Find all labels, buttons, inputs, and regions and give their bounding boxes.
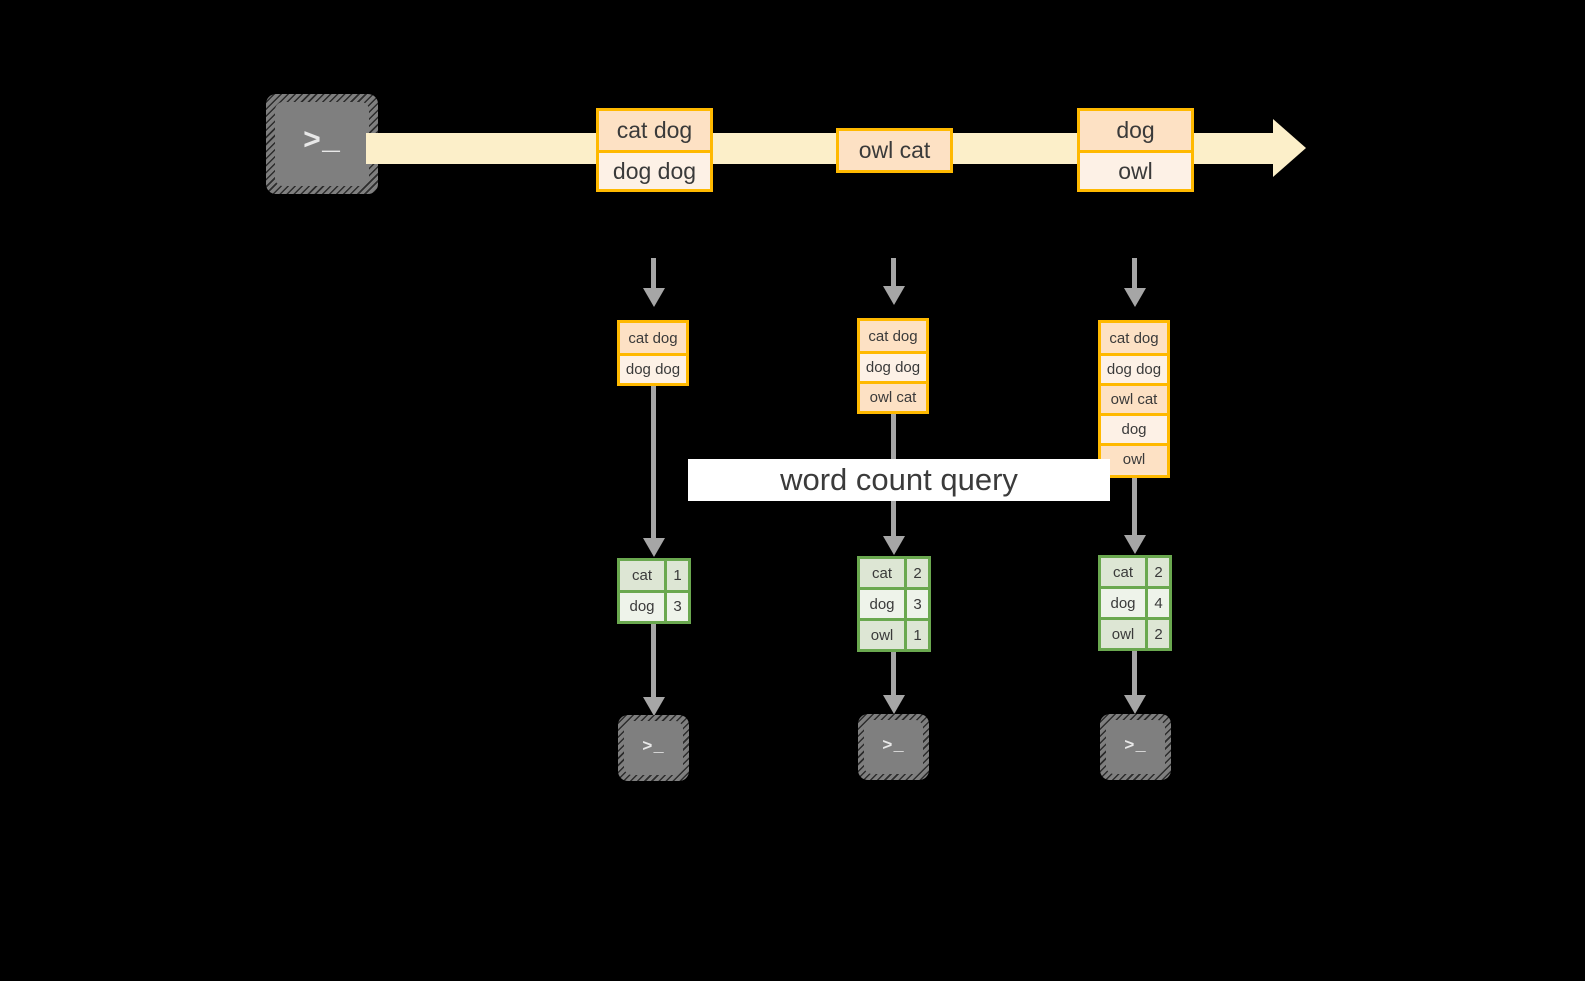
result-row: dog 3 [860, 587, 928, 618]
result-count: 2 [1145, 620, 1169, 648]
stream-batch-line: owl cat [839, 131, 950, 170]
snapshot-3-to-result-line [1132, 478, 1137, 535]
result-count: 4 [1145, 589, 1169, 617]
result-word: dog [860, 590, 904, 618]
result-count: 3 [664, 592, 688, 621]
snapshot-line: dog dog [1101, 353, 1167, 383]
snapshot-1-input-dashed-line [651, 258, 656, 306]
result-word: cat [620, 561, 664, 590]
snapshot-1-to-result-arrowhead [643, 538, 665, 557]
query-label: word count query [688, 459, 1110, 501]
snapshot-2-table: cat dog dog dog owl cat [857, 318, 929, 414]
result-row: cat 1 [620, 561, 688, 590]
result-row: cat 2 [860, 559, 928, 587]
result-word: cat [860, 559, 904, 587]
snapshot-line: cat dog [1101, 323, 1167, 353]
result-word: dog [620, 592, 664, 621]
snapshot-3-input-arrowhead [1124, 288, 1146, 307]
snapshot-line: owl cat [860, 381, 926, 411]
result-row: cat 2 [1101, 558, 1169, 586]
result-table-1: cat 1 dog 3 [617, 558, 691, 624]
snapshot-line: dog dog [860, 351, 926, 381]
consumer-terminal-3-icon: >_ [1100, 714, 1171, 780]
snapshot-3-table: cat dog dog dog owl cat dog owl [1098, 320, 1170, 478]
result-word: owl [1101, 620, 1145, 648]
result-row: owl 1 [860, 618, 928, 649]
result-word: dog [1101, 589, 1145, 617]
stream-batch-line: cat dog [599, 111, 710, 150]
result-count: 1 [664, 561, 688, 590]
stream-batch-2: owl cat [836, 128, 953, 173]
stream-batch-3: dog owl [1077, 108, 1194, 192]
terminal-prompt-glyph: >_ [642, 737, 665, 757]
stream-batch-1: cat dog dog dog [596, 108, 713, 192]
snapshot-line: owl cat [1101, 383, 1167, 413]
terminal-prompt-glyph: >_ [882, 736, 905, 756]
snapshot-line: cat dog [860, 321, 926, 351]
snapshot-line: cat dog [620, 323, 686, 353]
result-row: dog 4 [1101, 586, 1169, 617]
result-word: owl [860, 621, 904, 649]
snapshot-2-to-result-arrowhead [883, 536, 905, 555]
terminal-prompt-glyph: >_ [302, 125, 341, 160]
result-3-to-consumer-arrowhead [1124, 695, 1146, 714]
snapshot-line: dog [1101, 413, 1167, 443]
result-table-2: cat 2 dog 3 owl 1 [857, 556, 931, 652]
snapshot-1-to-result-line [651, 386, 656, 538]
result-3-to-consumer-line [1132, 651, 1137, 695]
result-table-3: cat 2 dog 4 owl 2 [1098, 555, 1172, 651]
snapshot-2-input-arrowhead [883, 286, 905, 305]
result-count: 2 [904, 559, 928, 587]
terminal-screen: >_ [275, 102, 369, 186]
terminal-screen: >_ [864, 720, 923, 774]
result-1-to-consumer-arrowhead [643, 697, 665, 716]
consumer-terminal-2-icon: >_ [858, 714, 929, 780]
result-count: 2 [1145, 558, 1169, 586]
snapshot-line: owl [1101, 443, 1167, 473]
snapshot-3-input-dashed-line [1132, 258, 1137, 306]
result-1-to-consumer-line [651, 624, 656, 697]
consumer-terminal-1-icon: >_ [618, 715, 689, 781]
query-label-text: word count query [780, 462, 1018, 497]
result-word: cat [1101, 558, 1145, 586]
event-stream-arrow-head [1273, 119, 1306, 177]
snapshot-line: dog dog [620, 353, 686, 383]
result-2-to-consumer-line [891, 652, 896, 695]
terminal-screen: >_ [624, 721, 683, 775]
snapshot-3-to-result-arrowhead [1124, 535, 1146, 554]
result-2-to-consumer-arrowhead [883, 695, 905, 714]
stream-batch-line: dog dog [599, 150, 710, 189]
stream-batch-line: dog [1080, 111, 1191, 150]
producer-terminal-icon: >_ [266, 94, 378, 194]
snapshot-1-input-arrowhead [643, 288, 665, 307]
stream-batch-line: owl [1080, 150, 1191, 189]
terminal-screen: >_ [1106, 720, 1165, 774]
snapshot-2-input-dashed-line [891, 258, 896, 304]
result-row: owl 2 [1101, 617, 1169, 648]
snapshot-1-table: cat dog dog dog [617, 320, 689, 386]
result-count: 3 [904, 590, 928, 618]
result-count: 1 [904, 621, 928, 649]
terminal-prompt-glyph: >_ [1124, 736, 1147, 756]
result-row: dog 3 [620, 589, 688, 621]
